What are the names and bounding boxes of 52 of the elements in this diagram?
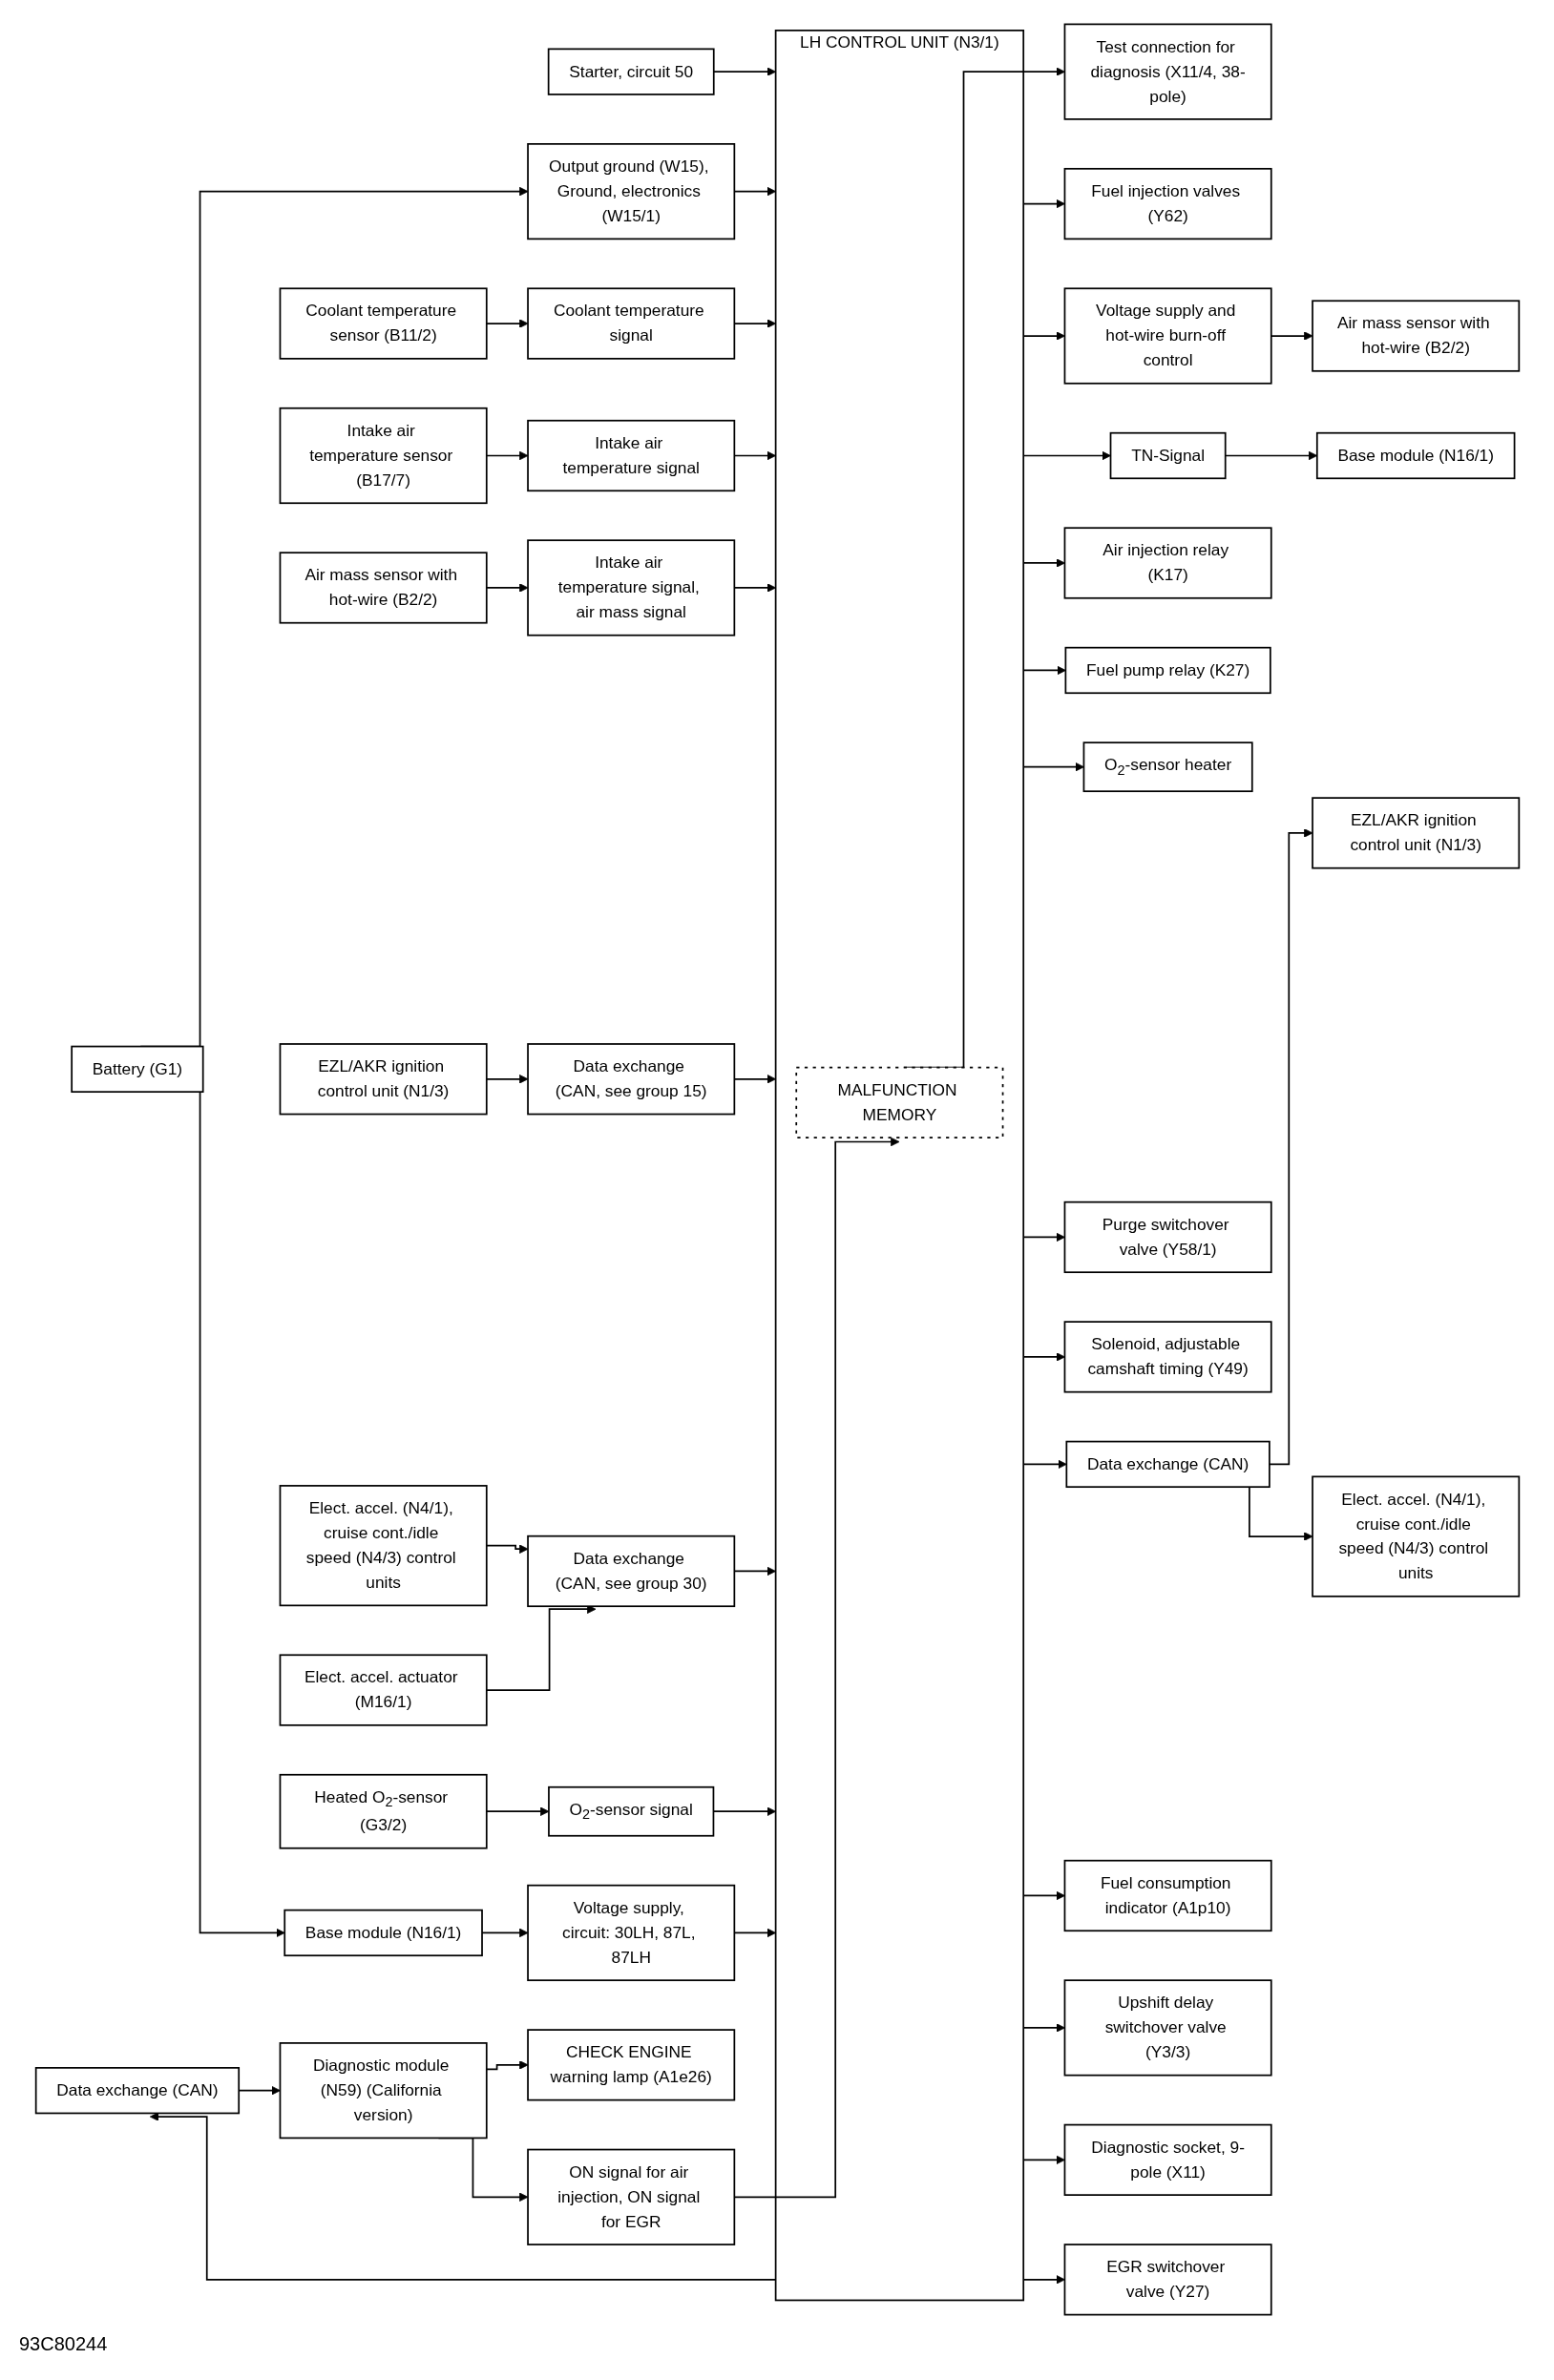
arrow	[733, 186, 776, 197]
node-box: EZL/AKR ignition control unit (N1/3)	[279, 1043, 488, 1116]
node-box: Battery (G1)	[70, 1045, 204, 1094]
figure-number: 93C80244	[19, 2333, 108, 2355]
node-box: Data exchange (CAN, see group 30)	[526, 1534, 735, 1608]
node-box: Data exchange (CAN)	[34, 2067, 240, 2115]
node-box: O$_{2}$-sensor signal	[547, 1785, 714, 1837]
node-box: Starter, circuit 50	[547, 48, 715, 95]
node-box: Air mass sensor with hot-wire (B2/2)	[1311, 300, 1520, 372]
arrow	[712, 1806, 776, 1816]
node-box: O$_{2}$-sensor heater	[1082, 741, 1253, 793]
node-box: Upshift delay switchover valve (Y3/3)	[1063, 1979, 1272, 2077]
node-box: Base module (N16/1)	[283, 1909, 483, 1957]
node-box: Fuel consumption indicator (A1p10)	[1063, 1859, 1272, 1932]
node-box: Elect. accel. (N4/1), cruise cont./idle speed (N4/3) control units	[1311, 1475, 1520, 1597]
node-box: Fuel injection valves (Y62)	[1063, 167, 1272, 240]
node-box: EZL/AKR ignition control unit (N1/3)	[1311, 797, 1520, 869]
node-box: CHECK ENGINE warning lamp (A1e26)	[526, 2029, 735, 2101]
node-box: Solenoid, adjustable camshaft timing (Y49)	[1063, 1321, 1272, 1393]
arrow	[733, 1928, 776, 1938]
node-box: Voltage supply, circuit: 30LH, 87L, 87LH	[526, 1884, 735, 1982]
node-box: Diagnostic module (N59) (California version)	[279, 2042, 488, 2140]
node-box: Coolant temperature signal	[526, 287, 735, 360]
node-box: Data exchange (CAN, see group 15)	[526, 1043, 735, 1116]
node-box: Fuel pump relay (K27)	[1064, 646, 1271, 695]
node-box: Voltage supply and hot-wire burn-off control	[1063, 287, 1272, 385]
node-box: Air mass sensor with hot-wire (B2/2)	[279, 552, 488, 624]
node-box: Intake air temperature sensor (B17/7)	[279, 407, 488, 505]
arrow	[733, 1566, 776, 1576]
node-box: ON signal for air injection, ON signal for EGR	[526, 2148, 735, 2245]
node-box: EGR switchover valve (Y27)	[1063, 2244, 1272, 2316]
node-box: Intake air temperature signal, air mass signal	[526, 539, 735, 637]
node-box: TN-Signal	[1109, 431, 1227, 480]
arrow	[733, 1137, 899, 2199]
node-box: Coolant temperature sensor (B11/2)	[279, 287, 488, 360]
arrow	[1021, 450, 1111, 461]
node-box: Elect. accel. (N4/1), cruise cont./idle speed (N4/3) control units	[279, 1485, 488, 1607]
node-box: Heated O$_{2}$-sensor (G3/2)	[279, 1773, 488, 1849]
node-box: Diagnostic socket, 9-pole (X11)	[1063, 2123, 1272, 2196]
arrow	[733, 450, 776, 461]
node-box: Air injection relay (K17)	[1063, 527, 1272, 599]
node-box: Elect. accel. actuator (M16/1)	[279, 1654, 488, 1726]
node-box: Test connection for diagnosis (X11/4, 38-pole)	[1063, 23, 1272, 120]
node-box: Base module (N16/1)	[1315, 431, 1515, 480]
arrow	[149, 2112, 776, 2281]
arrow	[733, 583, 776, 593]
arrow	[733, 319, 776, 328]
node-box: Purge switchover valve (Y58/1)	[1063, 1200, 1272, 1274]
node-box: Data exchange (CAN)	[1064, 1440, 1270, 1489]
node-box: Intake air temperature signal	[526, 419, 735, 492]
node-box: Output ground (W15), Ground, electronics (W15/1)	[526, 143, 735, 240]
arrow	[733, 1075, 776, 1084]
